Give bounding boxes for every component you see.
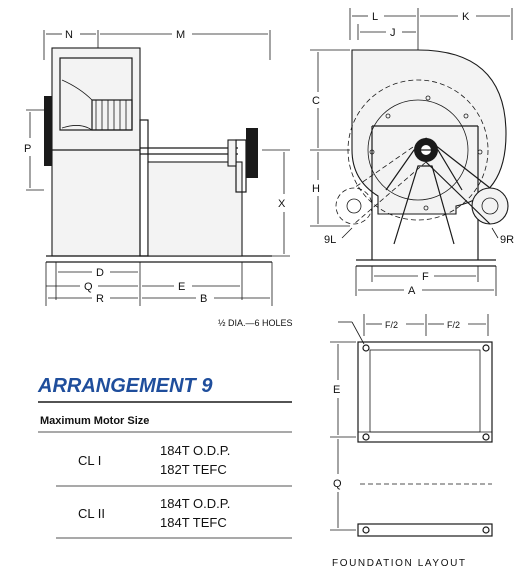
- holes-note: ½ DIA.—6 HOLES: [218, 318, 293, 328]
- dim-c: C: [312, 95, 320, 107]
- alt-motor-left: [335, 187, 373, 225]
- motor: [147, 161, 243, 257]
- dim-r: R: [96, 293, 104, 305]
- dim-9r: 9R: [500, 234, 514, 246]
- dim-k: K: [462, 11, 470, 23]
- dim-b: B: [200, 293, 207, 305]
- dim-q: Q: [84, 281, 93, 293]
- arrangement-title: ARRANGEMENT 9: [37, 375, 213, 397]
- fan-wheel: [61, 79, 133, 131]
- motor-size-cl1-tefc: 182T TEFC: [160, 462, 227, 477]
- fan-housing: [51, 47, 141, 257]
- dim-n: N: [65, 29, 73, 41]
- dim-f: F: [422, 271, 429, 283]
- dim-f-half-right: F/2: [447, 320, 460, 330]
- foundation-dim-e: E: [333, 384, 340, 396]
- dim-x: X: [278, 198, 286, 210]
- motor-class-cl2: CL II: [78, 506, 105, 521]
- dim-9l: 9L: [324, 234, 336, 246]
- foundation-layout: ½ DIA.—6 HOLES F/2 F/2 E: [218, 314, 493, 569]
- dim-a: A: [408, 285, 416, 297]
- mount-hole: [362, 433, 370, 441]
- table-row: CL II 184T O.D.P. 184T TEFC: [78, 496, 230, 530]
- dim-m: M: [176, 29, 185, 41]
- motor-pulley-front: [471, 187, 509, 225]
- inlet-flange: [44, 96, 52, 166]
- mount-hole: [482, 344, 490, 352]
- mount-hole: [362, 344, 370, 352]
- dim-l: L: [372, 11, 378, 23]
- motor-size-cl1-odp: 184T O.D.P.: [160, 443, 230, 458]
- table-header: Maximum Motor Size: [40, 415, 149, 427]
- motor-class-cl1: CL I: [78, 453, 101, 468]
- dim-f-half-left: F/2: [385, 320, 398, 330]
- dim-d: D: [96, 267, 104, 279]
- foundation-caption: FOUNDATION LAYOUT: [332, 558, 467, 569]
- arrangement-table: ARRANGEMENT 9 Maximum Motor Size CL I 18…: [37, 375, 292, 539]
- fan-base-rail: [357, 523, 493, 537]
- table-row: CL I 184T O.D.P. 182T TEFC: [78, 443, 230, 477]
- mount-hole: [482, 526, 490, 534]
- motor-size-cl2-tefc: 184T TEFC: [160, 515, 227, 530]
- mount-hole: [482, 433, 490, 441]
- motor-pulley: [246, 128, 258, 178]
- foundation-dim-q: Q: [333, 478, 342, 490]
- scroll-housing: [351, 49, 507, 215]
- dim-e: E: [178, 281, 185, 293]
- front-view: L K J: [310, 8, 514, 297]
- dim-h: H: [312, 183, 320, 195]
- dim-p: P: [24, 143, 31, 155]
- motor-base-plate: [357, 341, 493, 443]
- motor-size-cl2-odp: 184T O.D.P.: [160, 496, 230, 511]
- mount-hole: [362, 526, 370, 534]
- dim-j: J: [390, 27, 396, 39]
- side-view: N M: [24, 29, 290, 306]
